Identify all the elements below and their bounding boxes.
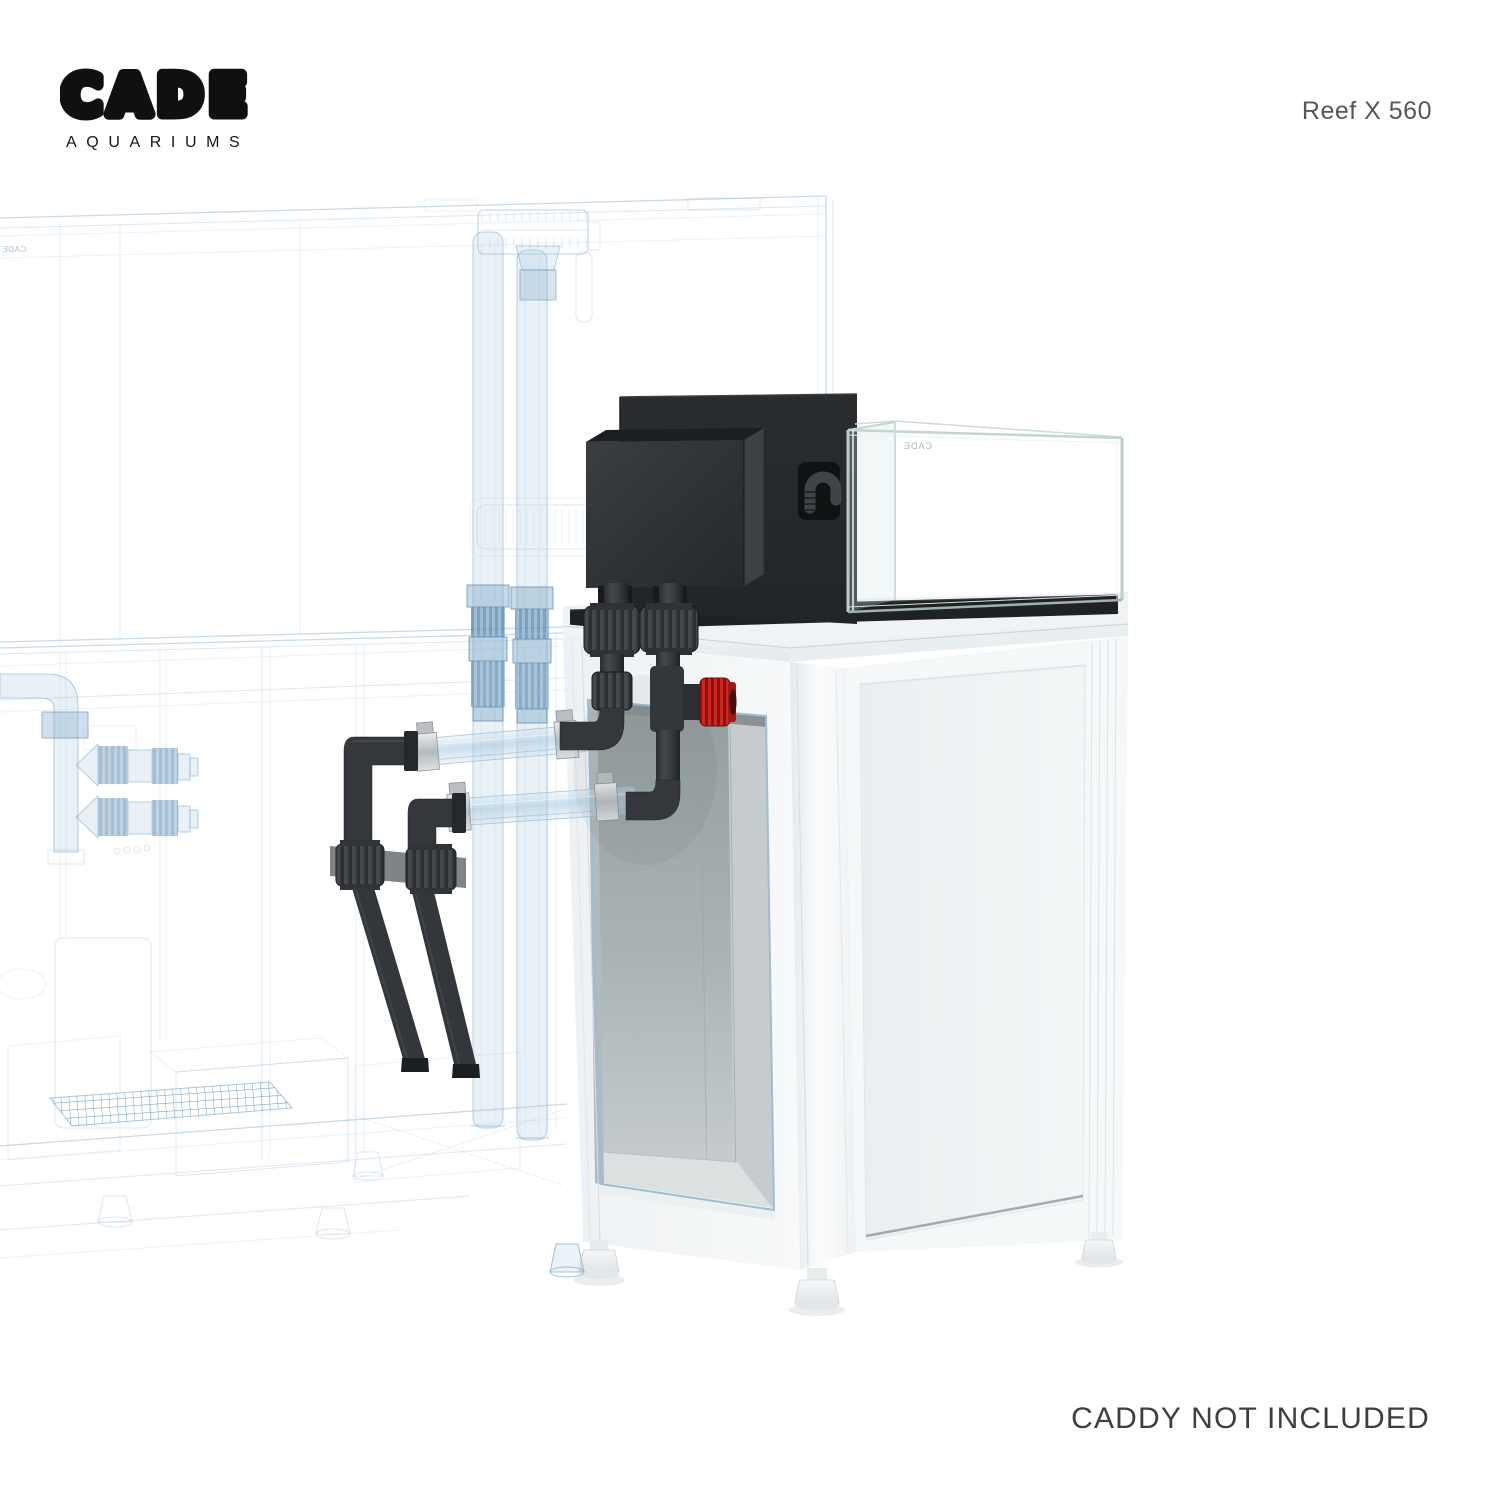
- glass-tank: [846, 420, 1124, 614]
- stand-right-panel: [859, 665, 1086, 1241]
- wireframe-overflow-comb: [477, 209, 601, 323]
- gate-valve-red-knob: [699, 677, 731, 727]
- tank-watermark: CADE: [903, 441, 933, 451]
- wireframe-pipe-unions: [466, 584, 554, 724]
- pipe-elbow: [343, 736, 415, 849]
- union-nut: [639, 605, 699, 653]
- drain-pipe-right: [412, 892, 477, 1068]
- stand-interior-floor: [601, 1152, 774, 1210]
- overflow-box-front: [586, 440, 744, 588]
- tank-top-rim: [847, 428, 1123, 440]
- wireframe-standpipes: [466, 231, 601, 1141]
- footer-note: CADDY NOT INCLUDED: [1071, 1402, 1430, 1435]
- tank-bottom-edge: [847, 598, 1123, 614]
- pipe-union: [405, 847, 457, 891]
- overflow-assembly: [586, 393, 858, 624]
- brand-logo-wordmark: CADE: [60, 59, 253, 131]
- pipe-elbow: [625, 779, 681, 821]
- brand-tagline: AQUARIUMS: [66, 134, 250, 151]
- black-caddy-pipes: [330, 731, 480, 1078]
- brand-name: CADE: [62, 64, 253, 127]
- emergency-drain-elbow: [798, 462, 842, 520]
- union-nut: [591, 671, 633, 711]
- stand-right-post-grooves: [1088, 638, 1117, 1239]
- pipe-union: [335, 843, 385, 887]
- hose-clamp: [593, 782, 620, 822]
- stand-feet: [573, 1232, 1123, 1316]
- wireframe-return-plumbing: [0, 673, 199, 865]
- model-label: Reef X 560: [1301, 97, 1432, 125]
- brand-logo: CADE AQUARIUMS: [60, 58, 300, 152]
- pipe-elbow: [407, 798, 463, 851]
- caddy-watermark: CADE: [2, 245, 27, 254]
- wireframe-caddy: [0, 195, 834, 1259]
- aquarium-stand: [562, 592, 1129, 1316]
- stand-interior-right-wall: [728, 712, 774, 1210]
- hose-clamp: [413, 732, 440, 772]
- union-nut: [583, 605, 641, 655]
- drain-pipe-left: [352, 888, 426, 1062]
- overflow-box-top: [586, 428, 764, 442]
- pipe-elbow: [559, 707, 625, 751]
- valve-tee-body: [650, 666, 684, 732]
- stand-top-edge-right: [790, 622, 1128, 662]
- tank-side-pane: [848, 422, 895, 612]
- wireframe-egg-crate: [49, 1081, 294, 1127]
- stand-drop-pipes: [559, 583, 737, 865]
- wireframe-front-foot: [549, 1243, 585, 1278]
- stand-interior-floor-lip: [599, 1182, 775, 1220]
- wireframe-feet: [97, 1151, 384, 1240]
- stand-interior: [588, 700, 774, 1210]
- overflow-box-side: [744, 428, 764, 586]
